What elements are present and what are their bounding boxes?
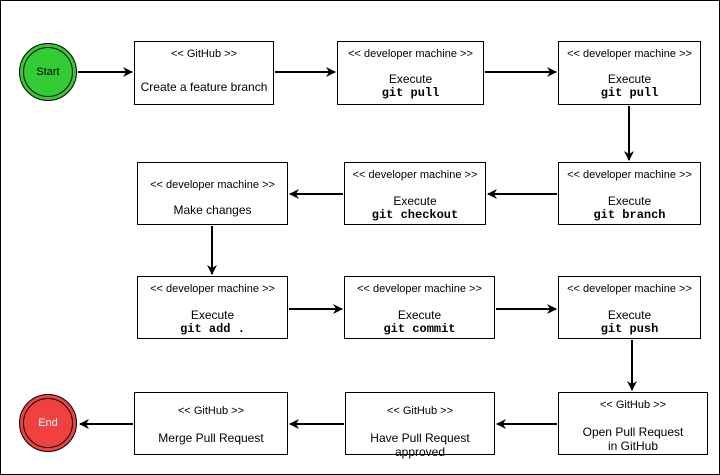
step-have-pr-approved: << GitHub >> Have Pull Request approved [345, 392, 495, 459]
step-git-checkout: << developer machine >> Execute git chec… [344, 162, 486, 225]
step-command: git commit [383, 322, 456, 336]
step-command: git push [600, 322, 659, 336]
step-text: Execute [393, 194, 437, 208]
step-git-commit: << developer machine >> Execute git comm… [344, 276, 495, 339]
step-command: git branch [593, 208, 666, 222]
step-command: git add . [180, 322, 245, 336]
step-stereotype: << developer machine >> [348, 48, 473, 60]
step-text: Execute [607, 72, 652, 86]
step-text: Execute [397, 308, 442, 322]
step-stereotype: << developer machine >> [150, 179, 275, 191]
step-text: Execute [607, 194, 652, 208]
step-text: Have Pull Request approved [370, 431, 470, 459]
step-text: Make changes [173, 203, 252, 217]
step-stereotype: << developer machine >> [150, 283, 275, 295]
step-stereotype: << developer machine >> [567, 169, 692, 181]
step-text: Open Pull Request in GitHub [582, 425, 684, 453]
step-merge-pull-request: << GitHub >> Merge Pull Request [134, 392, 288, 455]
end-node: End [19, 394, 77, 452]
step-git-push: << developer machine >> Execute git push [558, 276, 701, 339]
step-command: git pull [600, 86, 659, 100]
step-text: Create a feature branch [140, 80, 268, 94]
step-git-pull-2: << developer machine >> Execute git pull [558, 41, 701, 105]
step-stereotype: << developer machine >> [352, 169, 478, 181]
step-stereotype: << GitHub >> [170, 48, 238, 60]
step-command: git pull [381, 86, 440, 100]
step-stereotype: << GitHub >> [599, 399, 667, 411]
step-text: Execute [388, 72, 433, 86]
step-stereotype: << developer machine >> [567, 48, 692, 60]
step-git-pull-1: << developer machine >> Execute git pull [337, 41, 484, 105]
start-node-fill: Start [23, 47, 73, 97]
start-label: Start [36, 66, 60, 78]
step-text: Execute [190, 308, 235, 322]
step-git-branch: << developer machine >> Execute git bran… [558, 162, 701, 225]
end-node-fill: End [23, 398, 73, 448]
step-open-pull-request: << GitHub >> Open Pull Request in GitHub [558, 392, 708, 455]
step-stereotype: << GitHub >> [386, 405, 454, 417]
step-stereotype: << developer machine >> [567, 283, 692, 295]
step-create-feature-branch: << GitHub >> Create a feature branch [134, 41, 274, 105]
start-node: Start [19, 43, 77, 101]
step-make-changes: << developer machine >> Make changes [137, 162, 288, 225]
step-text: Execute [607, 308, 652, 322]
step-stereotype: << GitHub >> [177, 405, 245, 417]
step-stereotype: << developer machine >> [357, 283, 482, 295]
step-text: Merge Pull Request [158, 431, 264, 445]
step-git-add: << developer machine >> Execute git add … [137, 276, 288, 339]
end-label: End [38, 417, 58, 429]
step-command: git checkout [371, 208, 459, 222]
